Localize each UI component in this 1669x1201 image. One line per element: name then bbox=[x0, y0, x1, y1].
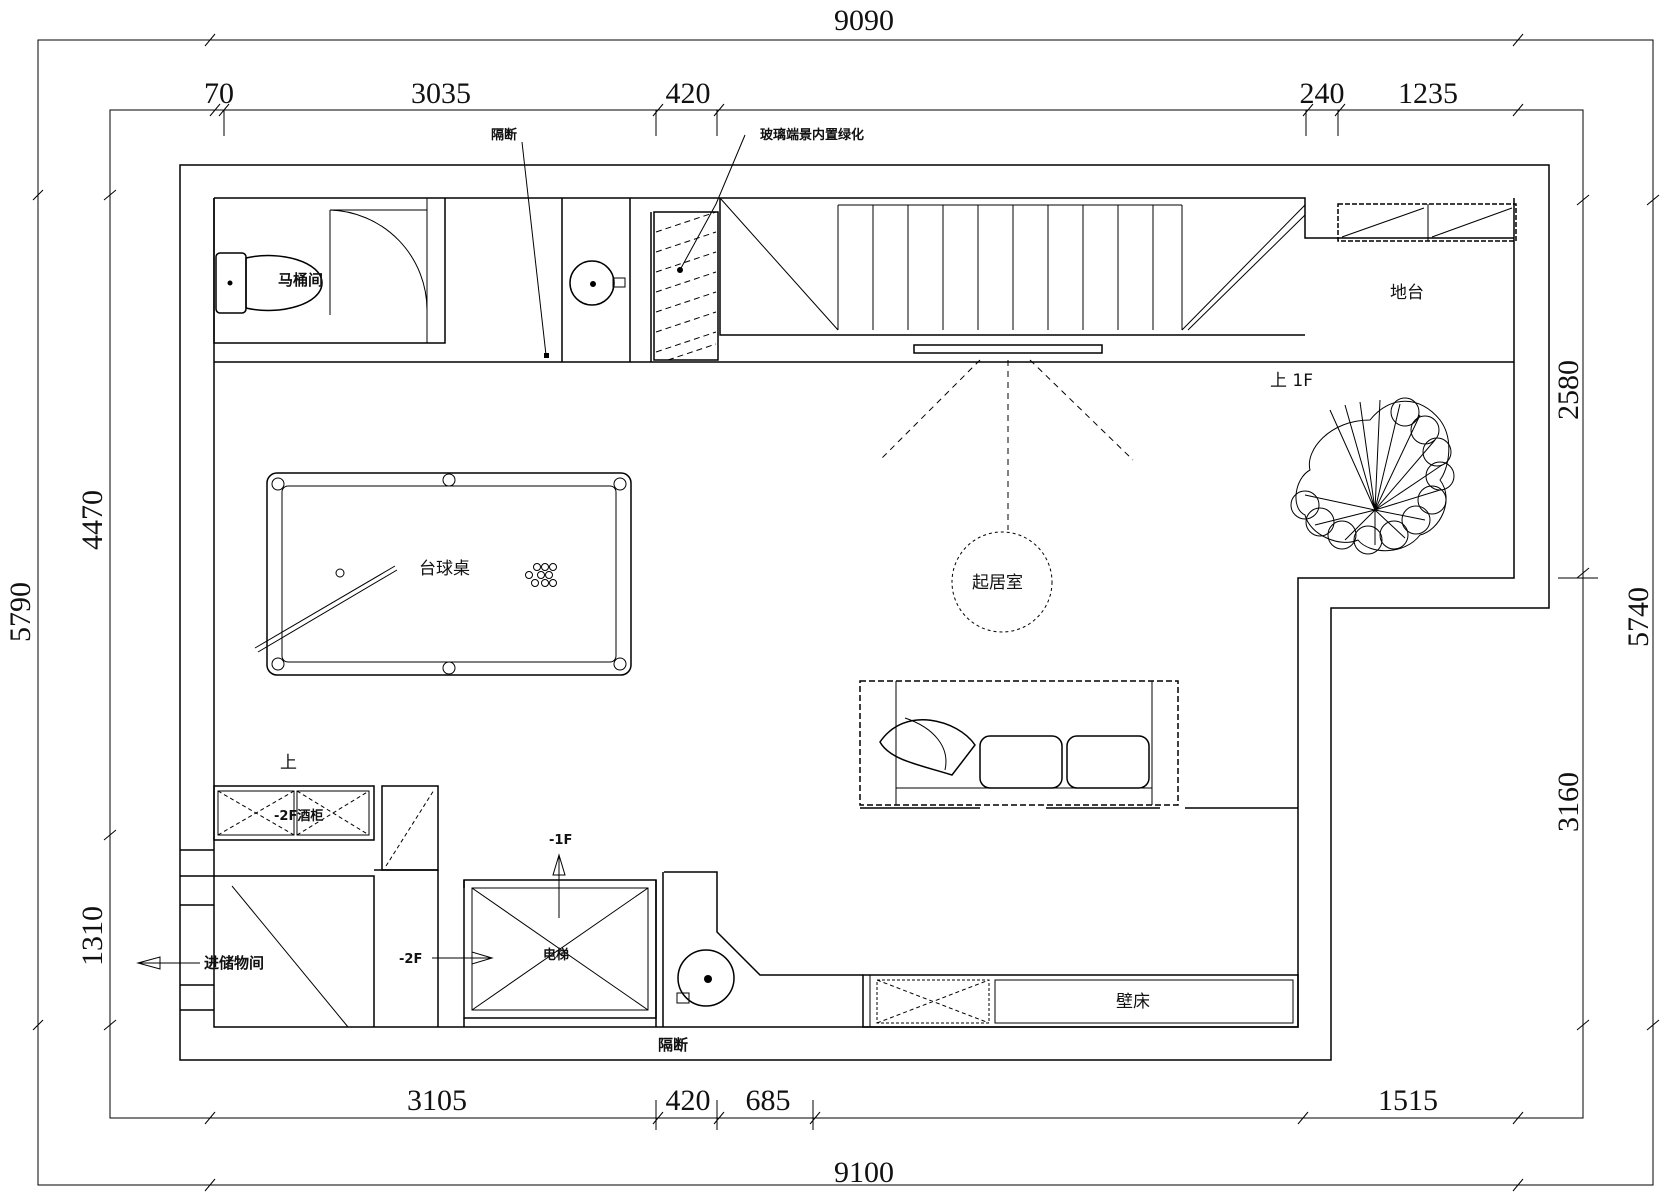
dim-bottom-seg-1: 3105 bbox=[407, 1084, 467, 1117]
ceiling-light bbox=[879, 344, 1134, 530]
up-1f-arrow-icon bbox=[552, 853, 566, 918]
storage-label: 进储物间 bbox=[204, 954, 264, 972]
dim-top-seg-2: 3035 bbox=[411, 77, 471, 110]
staircase-top bbox=[719, 197, 1306, 336]
sink-icon bbox=[569, 260, 626, 306]
dim-bottom-seg-4: 1515 bbox=[1378, 1084, 1438, 1117]
elevator-label: 电梯 bbox=[543, 947, 569, 963]
dim-left-total: 5790 bbox=[4, 582, 37, 642]
toilet-icon bbox=[215, 252, 323, 314]
down-2f-arrow-icon bbox=[432, 951, 494, 965]
toilet-room bbox=[213, 198, 446, 344]
wall-bed bbox=[862, 974, 1299, 1028]
dim-bottom-seg-3: 685 bbox=[746, 1084, 791, 1117]
living-room-label: 起居室 bbox=[972, 573, 1023, 593]
dim-top-seg-5: 1235 bbox=[1398, 77, 1458, 110]
walls bbox=[179, 164, 1550, 1061]
dim-bottom-seg-2: 420 bbox=[666, 1084, 711, 1117]
elevator bbox=[463, 879, 657, 1027]
dim-right-seg-2: 3160 bbox=[1552, 772, 1585, 832]
toilet-label: 马桶间 bbox=[278, 271, 323, 289]
dim-top-seg-4: 240 bbox=[1300, 77, 1345, 110]
dim-top-total: 9090 bbox=[834, 4, 894, 37]
storage-arrow-icon bbox=[136, 956, 200, 970]
partition-bottom-label: 隔断 bbox=[658, 1036, 688, 1054]
dim-top-seg-1: 70 bbox=[204, 77, 234, 110]
sink-area bbox=[521, 141, 652, 363]
washbasin bbox=[662, 871, 863, 1027]
wine-cabinet-label: -2F酒柜 bbox=[274, 808, 323, 824]
dim-bottom-total: 9100 bbox=[834, 1156, 894, 1189]
minus-1f-label: -1F bbox=[549, 833, 572, 848]
partition-top-label: 隔断 bbox=[491, 127, 517, 143]
glass-planter bbox=[653, 134, 746, 361]
wall-bed-label: 壁床 bbox=[1116, 992, 1150, 1012]
dim-left-seg-2: 1310 bbox=[76, 906, 109, 966]
glass-planter-label: 玻璃端景内置绿化 bbox=[760, 127, 864, 143]
dim-right-seg-1: 2580 bbox=[1552, 360, 1585, 420]
up-1f-label: 上 1F bbox=[1270, 371, 1313, 391]
billiard-table bbox=[254, 472, 632, 676]
dimension-frames bbox=[32, 33, 1660, 1192]
ball-rack-icon bbox=[525, 563, 557, 587]
dim-right-total: 5740 bbox=[1622, 587, 1655, 647]
up-label: 上 bbox=[280, 753, 297, 773]
platform-label: 地台 bbox=[1390, 283, 1424, 303]
billiard-table-label: 台球桌 bbox=[419, 559, 470, 579]
dim-top-seg-3: 420 bbox=[666, 77, 711, 110]
living-room-circle bbox=[951, 531, 1053, 633]
minus-2f-label: -2F bbox=[399, 952, 422, 967]
spiral-stair bbox=[1290, 397, 1455, 555]
storage-stairs bbox=[180, 849, 439, 1028]
wine-cabinet bbox=[213, 785, 439, 871]
sofa bbox=[859, 680, 1298, 809]
dim-left-seg-1: 4470 bbox=[76, 490, 109, 550]
platform bbox=[1337, 203, 1517, 242]
